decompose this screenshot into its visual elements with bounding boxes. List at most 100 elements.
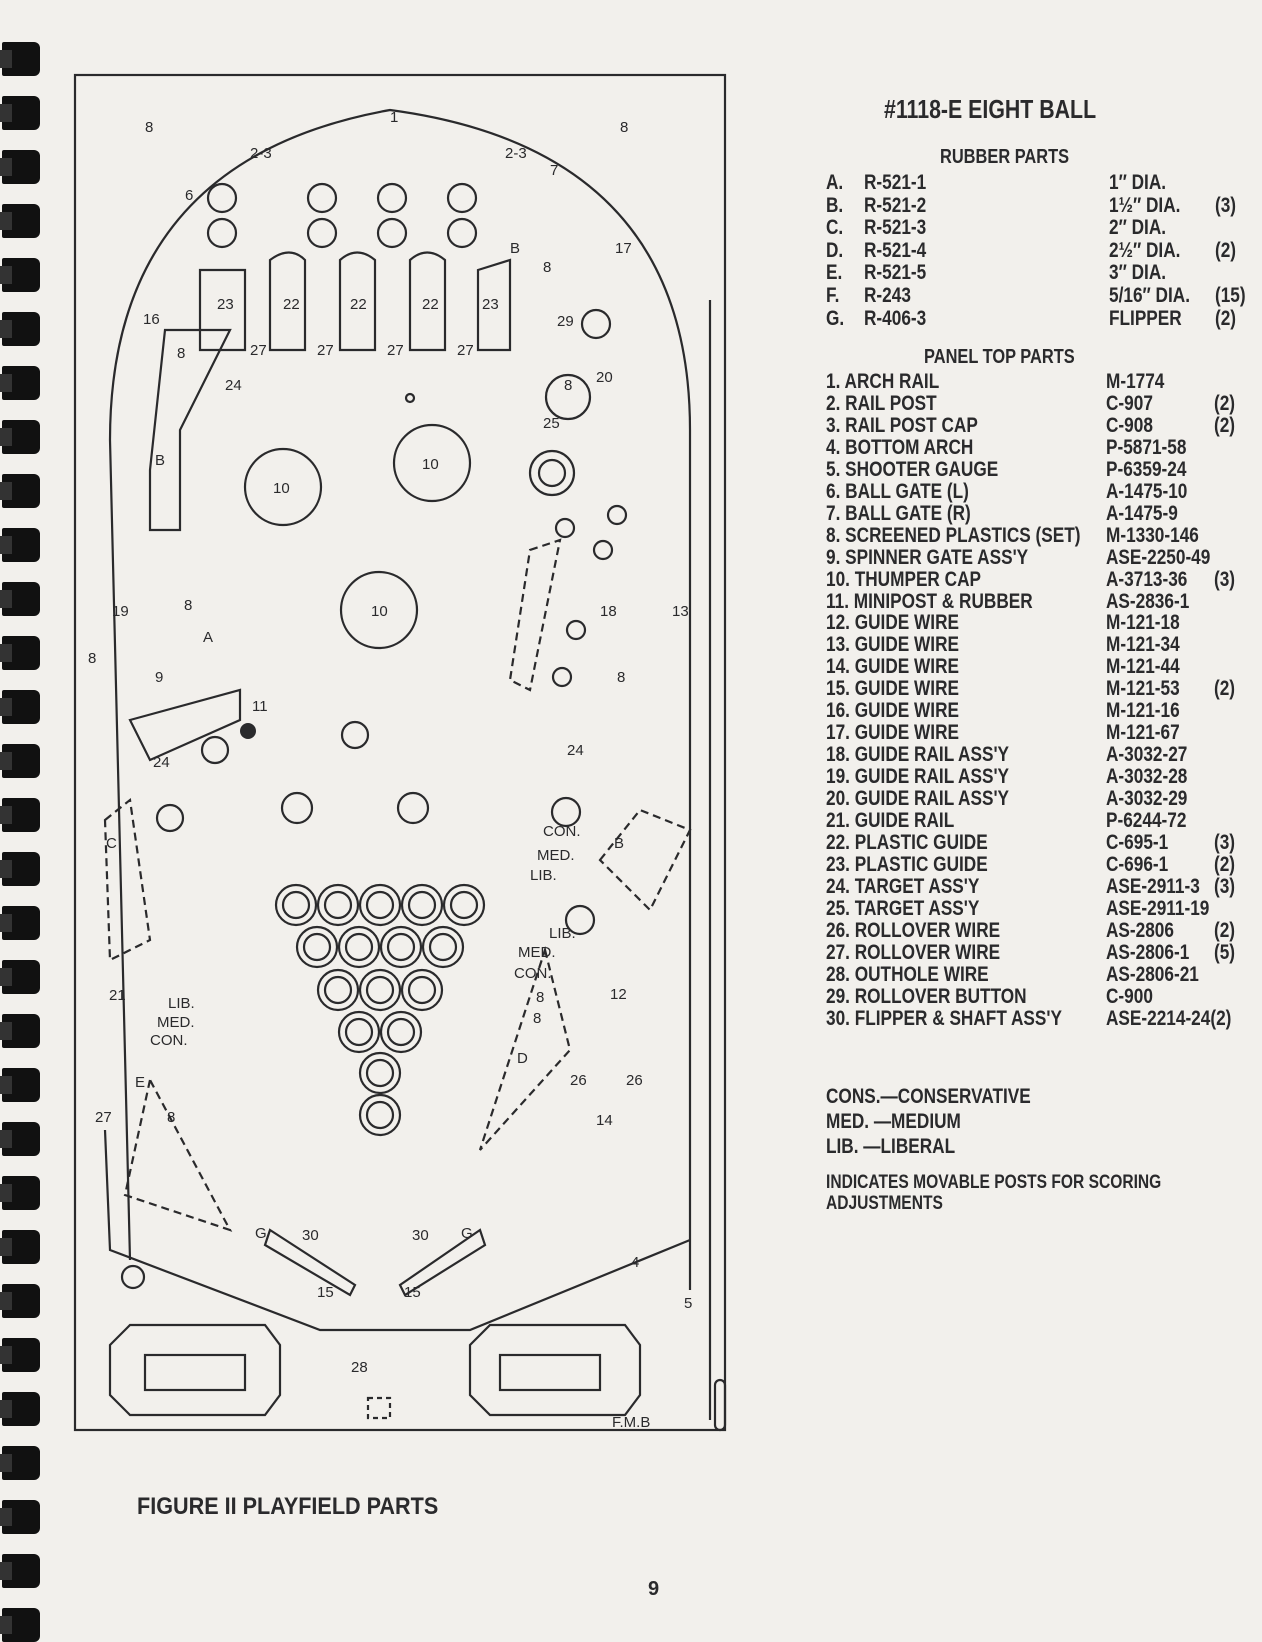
left-flipper bbox=[263, 1228, 357, 1297]
diagram-label: CON. bbox=[543, 823, 581, 840]
binding-ring bbox=[0, 744, 40, 778]
page-title: #1118-E EIGHT BALL bbox=[884, 94, 1097, 124]
rubber-part-letter: G. bbox=[826, 306, 845, 330]
panel-part-part: M-1330-146 bbox=[1106, 523, 1199, 547]
diagram-label: B bbox=[614, 835, 624, 852]
panel-part-part: C-695-1 bbox=[1106, 830, 1169, 854]
panel-part-name: 20. GUIDE RAIL ASS'Y bbox=[826, 787, 1010, 811]
panel-part-part: P-6244-72 bbox=[1106, 809, 1187, 832]
binding-ring bbox=[0, 312, 40, 346]
rubber-part-qty: (3) bbox=[1215, 193, 1237, 217]
rubber-part-letter: B. bbox=[826, 193, 844, 217]
panel-part-part: P-6359-24 bbox=[1106, 457, 1187, 481]
diagram-label: 15 bbox=[404, 1284, 421, 1301]
legend-conservative: CONS.—CONSERVATIVE bbox=[826, 1085, 1031, 1108]
diagram-label: C bbox=[106, 835, 117, 852]
panel-part-name: 7. BALL GATE (R) bbox=[826, 501, 971, 525]
panel-part-qty: (2) bbox=[1214, 413, 1236, 437]
panel-part-name: 6. BALL GATE (L) bbox=[826, 479, 969, 503]
panel-part-name: 25. TARGET ASS'Y bbox=[826, 896, 980, 920]
panel-part-name: 17. GUIDE WIRE bbox=[826, 721, 960, 745]
panel-part-part: AS-2806-21 bbox=[1106, 962, 1199, 986]
diagram-label: 27 bbox=[95, 1109, 112, 1126]
panel-part-qty: (3) bbox=[1214, 830, 1236, 854]
note-line-1: INDICATES MOVABLE POSTS FOR SCORING bbox=[826, 1172, 1162, 1193]
panel-part-name: 27. ROLLOVER WIRE bbox=[826, 940, 1001, 964]
rubber-part-part: R-521-2 bbox=[864, 193, 927, 217]
panel-part-part: ASE-2911-3 bbox=[1106, 874, 1200, 898]
right-flipper bbox=[398, 1228, 487, 1297]
panel-part-row: 8. SCREENED PLASTICS (SET)M-1330-146 bbox=[826, 523, 1246, 547]
diagram-label: F.M.B bbox=[612, 1414, 650, 1431]
rubber-part-letter: E. bbox=[826, 261, 843, 285]
panel-part-part: C-900 bbox=[1106, 984, 1153, 1008]
diagram-label: 17 bbox=[615, 240, 632, 257]
binding-ring bbox=[0, 1014, 40, 1048]
ball-ring bbox=[358, 968, 402, 1012]
diagram-label: G bbox=[461, 1225, 473, 1242]
diagram-label: 27 bbox=[250, 342, 267, 359]
binding-ring bbox=[0, 420, 40, 454]
rubber-part-letter: C. bbox=[826, 216, 844, 240]
panel-part-name: 13. GUIDE WIRE bbox=[826, 633, 960, 657]
figure-caption: FIGURE II PLAYFIELD PARTS bbox=[137, 1493, 439, 1520]
panel-part-part: AS-2806-1 bbox=[1106, 940, 1190, 964]
diagram-label: 4 bbox=[631, 1254, 639, 1271]
diagram-label: 10 bbox=[422, 456, 439, 473]
binding-ring bbox=[0, 1338, 40, 1372]
diagram-label: 24 bbox=[153, 754, 170, 771]
ball-ring bbox=[442, 883, 486, 927]
diagram-label: 10 bbox=[273, 480, 290, 497]
panel-part-name: 1. ARCH RAIL bbox=[826, 370, 940, 393]
diagram-label: 22 bbox=[422, 296, 439, 313]
rubber-part-qty: (15) bbox=[1215, 284, 1246, 307]
panel-part-part: A-3032-28 bbox=[1106, 765, 1188, 789]
diagram-label: 20 bbox=[596, 369, 613, 386]
diagram-label: 8 bbox=[145, 119, 153, 136]
panel-part-name: 15. GUIDE WIRE bbox=[826, 677, 960, 701]
diagram-label: 8 bbox=[167, 1109, 175, 1126]
binding-ring bbox=[0, 1446, 40, 1480]
diagram-label: 8 bbox=[533, 1010, 541, 1027]
diagram-label: 22 bbox=[283, 296, 300, 313]
diagram-label: 23 bbox=[217, 296, 234, 313]
diagram-label: MED. bbox=[537, 847, 575, 864]
diagram-label: 8 bbox=[88, 650, 96, 667]
binding-ring bbox=[0, 960, 40, 994]
diagram-label: 9 bbox=[155, 669, 163, 686]
rubber-part-desc: 2″ DIA. bbox=[1109, 216, 1167, 240]
binding-ring bbox=[0, 1608, 40, 1642]
diagram-label: 8 bbox=[184, 597, 192, 614]
rubber-part-part: R-521-3 bbox=[864, 216, 927, 240]
binding-ring bbox=[0, 906, 40, 940]
binding-ring bbox=[0, 1554, 40, 1588]
rubber-part-desc: FLIPPER bbox=[1109, 306, 1182, 330]
diagram-label: D bbox=[517, 1050, 528, 1067]
ball-ring bbox=[274, 883, 318, 927]
rubber-part-part: R-521-5 bbox=[864, 261, 927, 285]
rubber-part-desc: 5/16″ DIA. bbox=[1109, 284, 1190, 307]
panel-part-qty: (3) bbox=[1214, 874, 1236, 898]
panel-part-name: 22. PLASTIC GUIDE bbox=[826, 830, 988, 854]
playfield-outline bbox=[73, 73, 727, 1432]
binding-ring bbox=[0, 852, 40, 886]
diagram-label: B bbox=[510, 240, 520, 257]
ball-ring bbox=[295, 925, 339, 969]
binding-ring bbox=[0, 204, 40, 238]
panel-part-part: A-3713-36 bbox=[1106, 567, 1188, 591]
